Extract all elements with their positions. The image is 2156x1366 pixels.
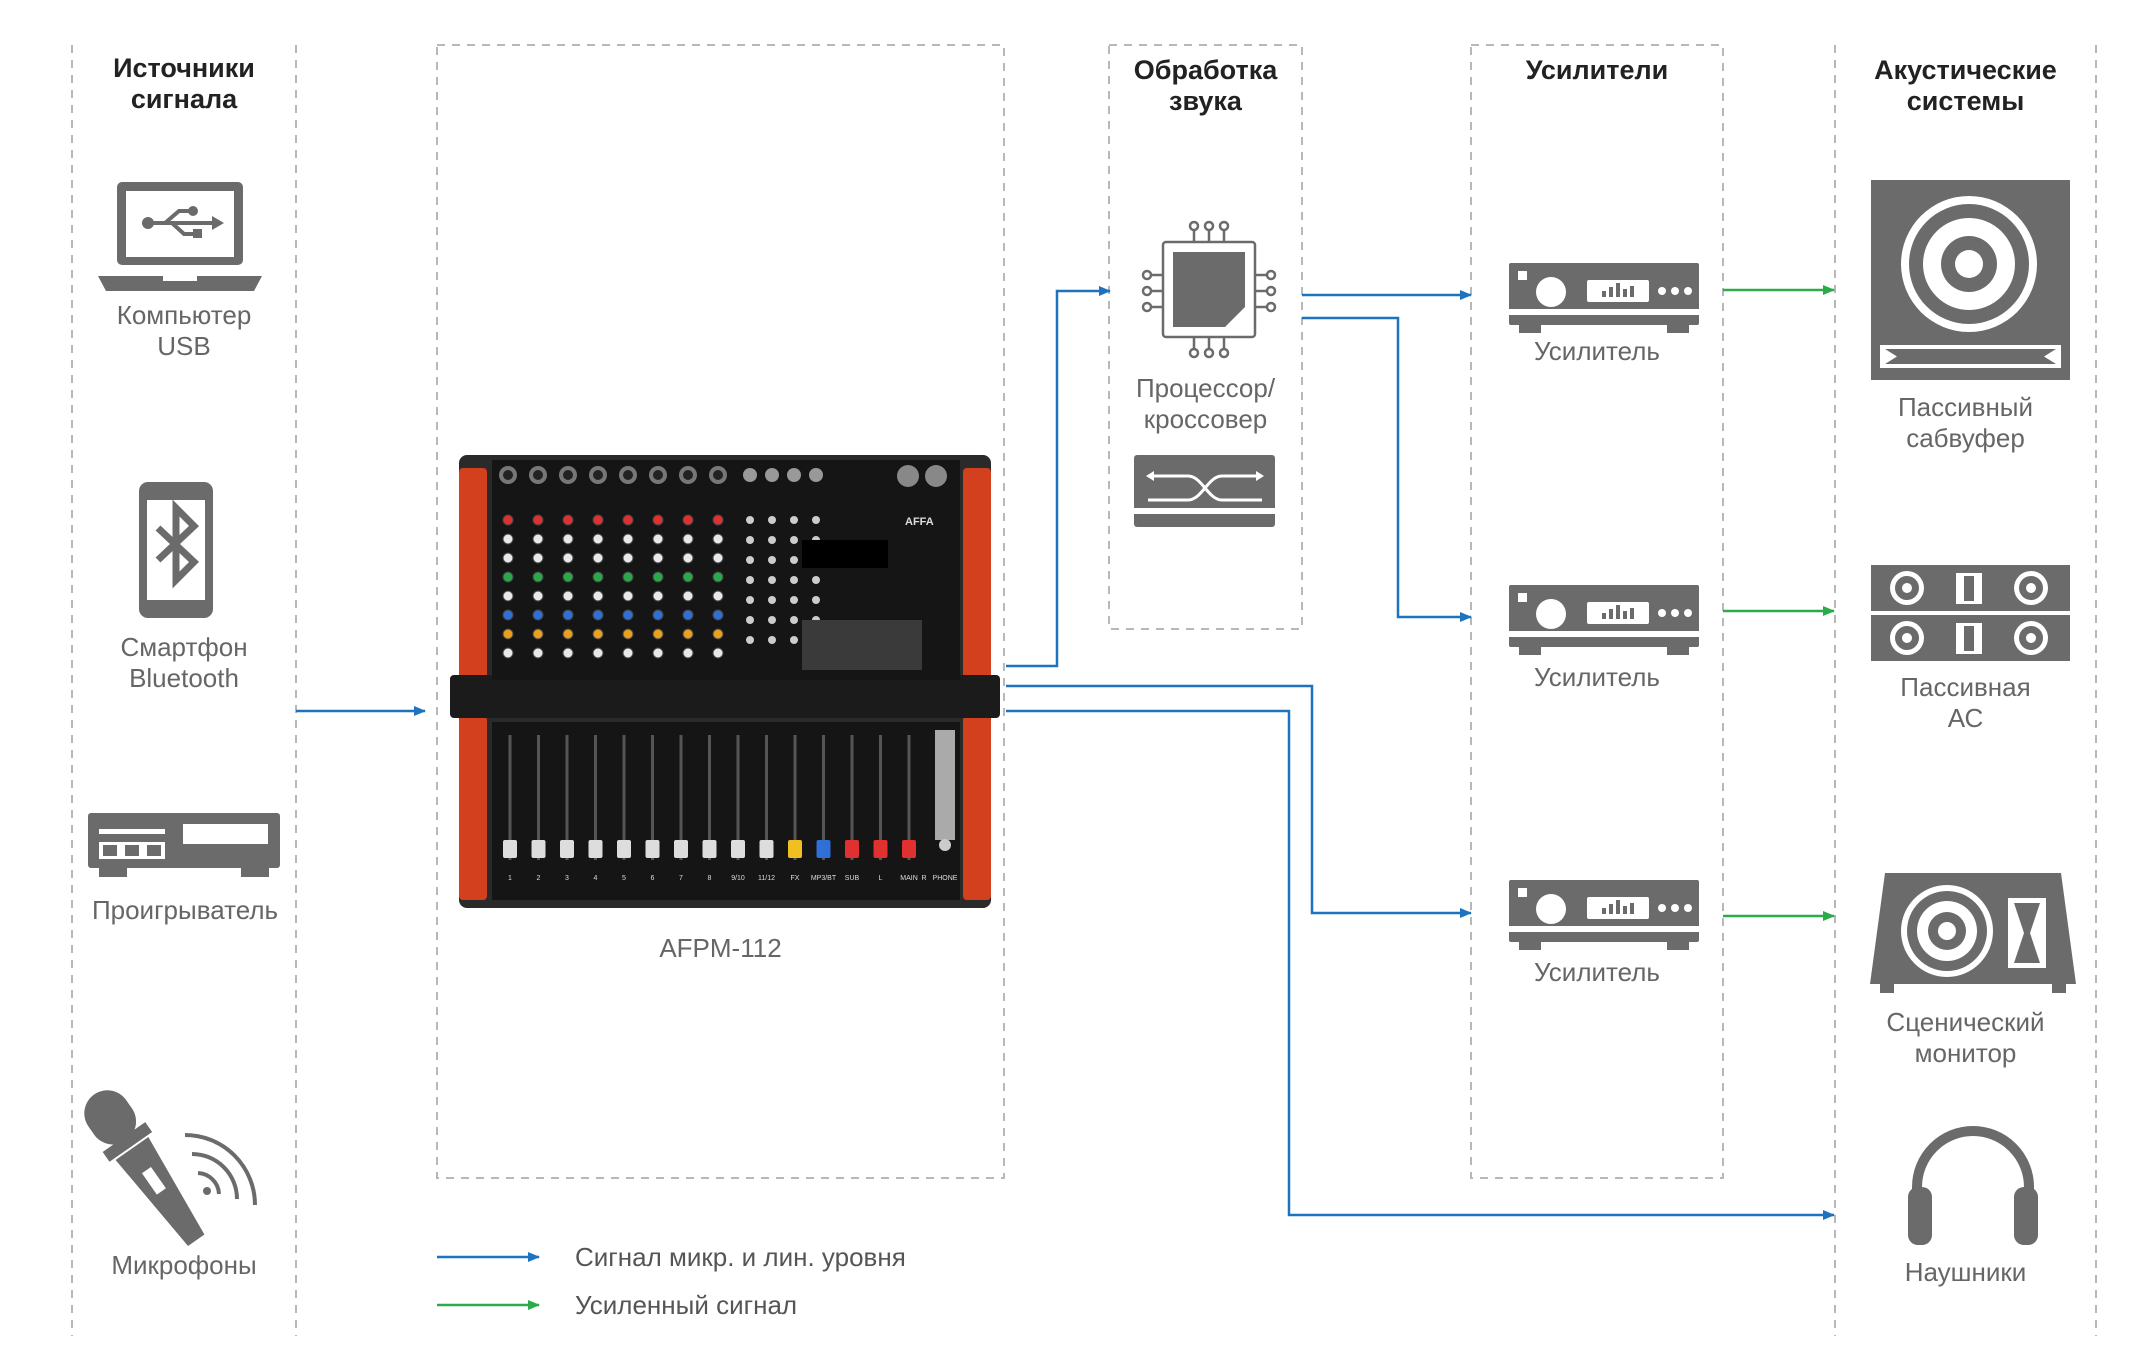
arrow-mixer-to-processor xyxy=(1006,286,1111,668)
arrow-processor-to-amp2 xyxy=(1302,316,1472,622)
header-speakers: Акустические системы xyxy=(1874,55,2057,116)
mixer-channel-label: SUB xyxy=(845,875,860,882)
headphones-icon xyxy=(1908,1126,2038,1245)
mixer-channel-label: 7 xyxy=(679,875,683,882)
mixer-left-side-panel xyxy=(459,468,487,680)
passive-speaker-icon xyxy=(1871,565,2070,661)
label-subwoofer: Пассивный сабвуфер xyxy=(1897,392,2034,453)
header-processing: Обработка звука xyxy=(1133,55,1278,116)
mixer-channel-strips: 1 2 3 4 5 6 7 8 9/10 11/12 FX MP3/BT SUB L MAIN PHONE R xyxy=(499,465,958,882)
processing-box xyxy=(1108,44,1303,630)
label-passive-speaker: Пассивная АС xyxy=(1900,672,2031,733)
mixer-channel-label: PHONE xyxy=(933,875,958,882)
mixer-channel-label: 1 xyxy=(508,875,512,882)
header-sources: Источники сигнала xyxy=(113,53,255,114)
mixer-channel-label: R xyxy=(921,875,926,882)
mixer-channel-label: FX xyxy=(791,875,800,882)
arrow-mixer-to-amp3 xyxy=(1006,684,1472,918)
label-processor: Процессор/ кроссовер xyxy=(1135,373,1276,434)
crossover-icon xyxy=(1134,455,1275,527)
label-headphones: Наушники xyxy=(1904,1257,2027,1287)
label-mixer-model: AFPM-112 xyxy=(659,933,782,963)
microphone-icon xyxy=(84,1090,257,1247)
subwoofer-icon xyxy=(1871,180,2070,380)
mixer-brand-label: AFFA xyxy=(905,516,934,528)
media-player-icon xyxy=(88,813,280,877)
label-amp1: Усилитель xyxy=(1534,336,1660,366)
label-amp2: Усилитель xyxy=(1534,662,1660,692)
mixer-channel-label: 5 xyxy=(622,875,626,882)
mixer-right-side-panel xyxy=(963,468,991,680)
label-amp3: Усилитель xyxy=(1534,957,1660,987)
legend-line-signal-label: Сигнал микр. и лин. уровня xyxy=(575,1242,906,1272)
label-player: Проигрыватель xyxy=(91,895,279,925)
mixer-channel-label: L xyxy=(879,875,883,882)
label-microphones: Микрофоны xyxy=(111,1250,257,1280)
mixer-channel-label: 11/12 xyxy=(758,875,775,882)
amplifier-2-icon xyxy=(1508,585,1700,655)
amplifier-1-icon xyxy=(1508,263,1700,333)
mixer-channel-label: 2 xyxy=(537,875,541,882)
mixer-box xyxy=(436,44,1005,1179)
mixer-channel-label: MP3/BT xyxy=(811,875,837,882)
mixer-display xyxy=(802,540,888,568)
label-computer: Компьютер USB xyxy=(116,300,252,361)
mixer-channel-label: 6 xyxy=(651,875,655,882)
stage-monitor-icon xyxy=(1870,873,2076,993)
header-amplifiers: Усилители xyxy=(1525,55,1669,85)
amplifier-3-icon xyxy=(1508,880,1700,950)
label-stage-monitor: Сценический монитор xyxy=(1886,1007,2045,1068)
legend-amplified-label: Усиленный сигнал xyxy=(575,1290,798,1320)
mixer-channel-label: 8 xyxy=(708,875,712,882)
arrow-mixer-to-headphones xyxy=(1006,709,1835,1220)
label-smartphone: Смартфон Bluetooth xyxy=(120,632,248,693)
mixer-channel-label: 4 xyxy=(594,875,598,882)
smartphone-bluetooth-icon xyxy=(139,482,213,618)
amplified-arrows xyxy=(437,285,1835,1310)
mixer-channel-label: 9/10 xyxy=(731,875,745,882)
signal-arrows xyxy=(296,286,1835,1262)
processor-chip-icon xyxy=(1141,220,1277,359)
laptop-usb-icon xyxy=(98,182,262,291)
mixer-channel-label: MAIN xyxy=(900,875,918,882)
mixer-channel-label: 3 xyxy=(565,875,569,882)
amplifiers-box xyxy=(1470,44,1724,1179)
